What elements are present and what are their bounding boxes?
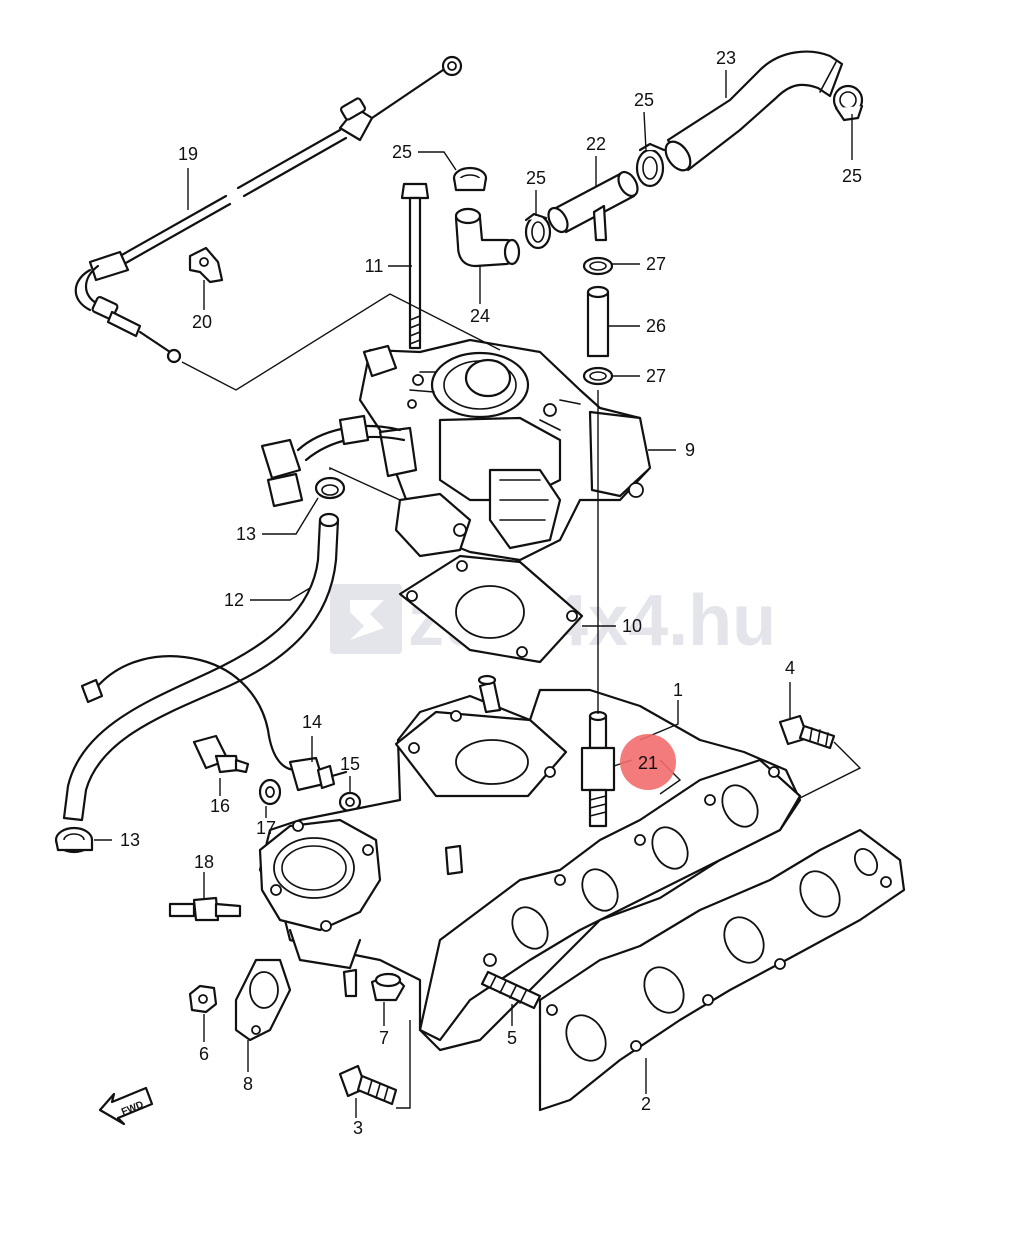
callout-5[interactable]: 5 [507,1028,517,1048]
highlight-21[interactable]: 21 [620,734,676,790]
callout-3[interactable]: 3 [353,1118,363,1138]
callout-26[interactable]: 26 [646,316,666,336]
leader-lines [94,70,862,1118]
part-20-clip [188,246,224,284]
part-26-hose [586,285,610,358]
part-12-hose [62,512,340,822]
part-13-clamp-b [54,826,94,854]
callout-2[interactable]: 2 [641,1094,651,1114]
callout-19[interactable]: 19 [178,144,198,164]
callout-9[interactable]: 9 [685,440,695,460]
part-3-bolt [338,1064,398,1106]
callout-8[interactable]: 8 [243,1074,253,1094]
fwd-arrow-icon: FWD [98,1086,154,1126]
callout-25c[interactable]: 25 [634,90,654,110]
part-10-gasket [398,554,584,664]
part-9-carburetor [260,338,652,562]
callout-13a[interactable]: 13 [236,524,256,544]
part-6-nut [188,984,218,1014]
callout-25a[interactable]: 25 [392,142,412,162]
part-8-gasket [234,958,292,1042]
part-15-washer [338,791,362,813]
callout-15[interactable]: 15 [340,754,360,774]
part-11-bolt [400,182,430,350]
callout-27b[interactable]: 27 [646,366,666,386]
callout-13b[interactable]: 13 [120,830,140,850]
callout-23[interactable]: 23 [716,48,736,68]
callout-11[interactable]: 11 [365,256,384,276]
callout-20[interactable]: 20 [192,312,212,332]
callout-27a[interactable]: 27 [646,254,666,274]
part-24-hose [454,207,521,268]
part-5-stud [480,970,542,1010]
callout-14[interactable]: 14 [302,712,322,732]
part-25-clamp-a [452,166,488,192]
callout-4[interactable]: 4 [785,658,795,678]
callout-12[interactable]: 12 [224,590,244,610]
callout-25b[interactable]: 25 [526,168,546,188]
part-17-washer [258,778,282,806]
part-22-hose [547,170,639,242]
callout-16[interactable]: 16 [210,796,230,816]
sensor-wire [80,655,298,772]
part-23-hose [664,50,844,172]
part-27-clamp-a [582,256,614,276]
callout-22[interactable]: 22 [586,134,606,154]
part-19-throttle-cable [74,55,463,364]
callout-24[interactable]: 24 [470,306,490,326]
part-4-bolt [778,714,836,750]
callout-21[interactable]: 21 [638,753,658,773]
highlight-circle [620,734,676,790]
callout-17[interactable]: 17 [256,818,276,838]
part-25-clamp-c [635,142,666,188]
part-27-clamp-b [582,366,614,386]
part-25-clamp-d [832,84,864,122]
part-18-sensor [168,896,242,922]
callout-7[interactable]: 7 [379,1028,389,1048]
part-14-sensor [288,756,348,792]
callout-labels: 1 2 3 4 5 6 7 8 9 10 11 12 13 13 14 15 1… [120,48,862,1138]
callout-1[interactable]: 1 [673,680,683,700]
callout-18[interactable]: 18 [194,852,214,872]
part-25-clamp-b [524,212,552,250]
callout-25d[interactable]: 25 [842,166,862,186]
callout-6[interactable]: 6 [199,1044,209,1064]
part-7-plug [370,972,406,1002]
part-2-exhaust-gasket [538,828,906,1112]
callout-10[interactable]: 10 [622,616,642,636]
part-16-sensor [192,734,250,774]
part-13-clamp-a [314,476,346,500]
